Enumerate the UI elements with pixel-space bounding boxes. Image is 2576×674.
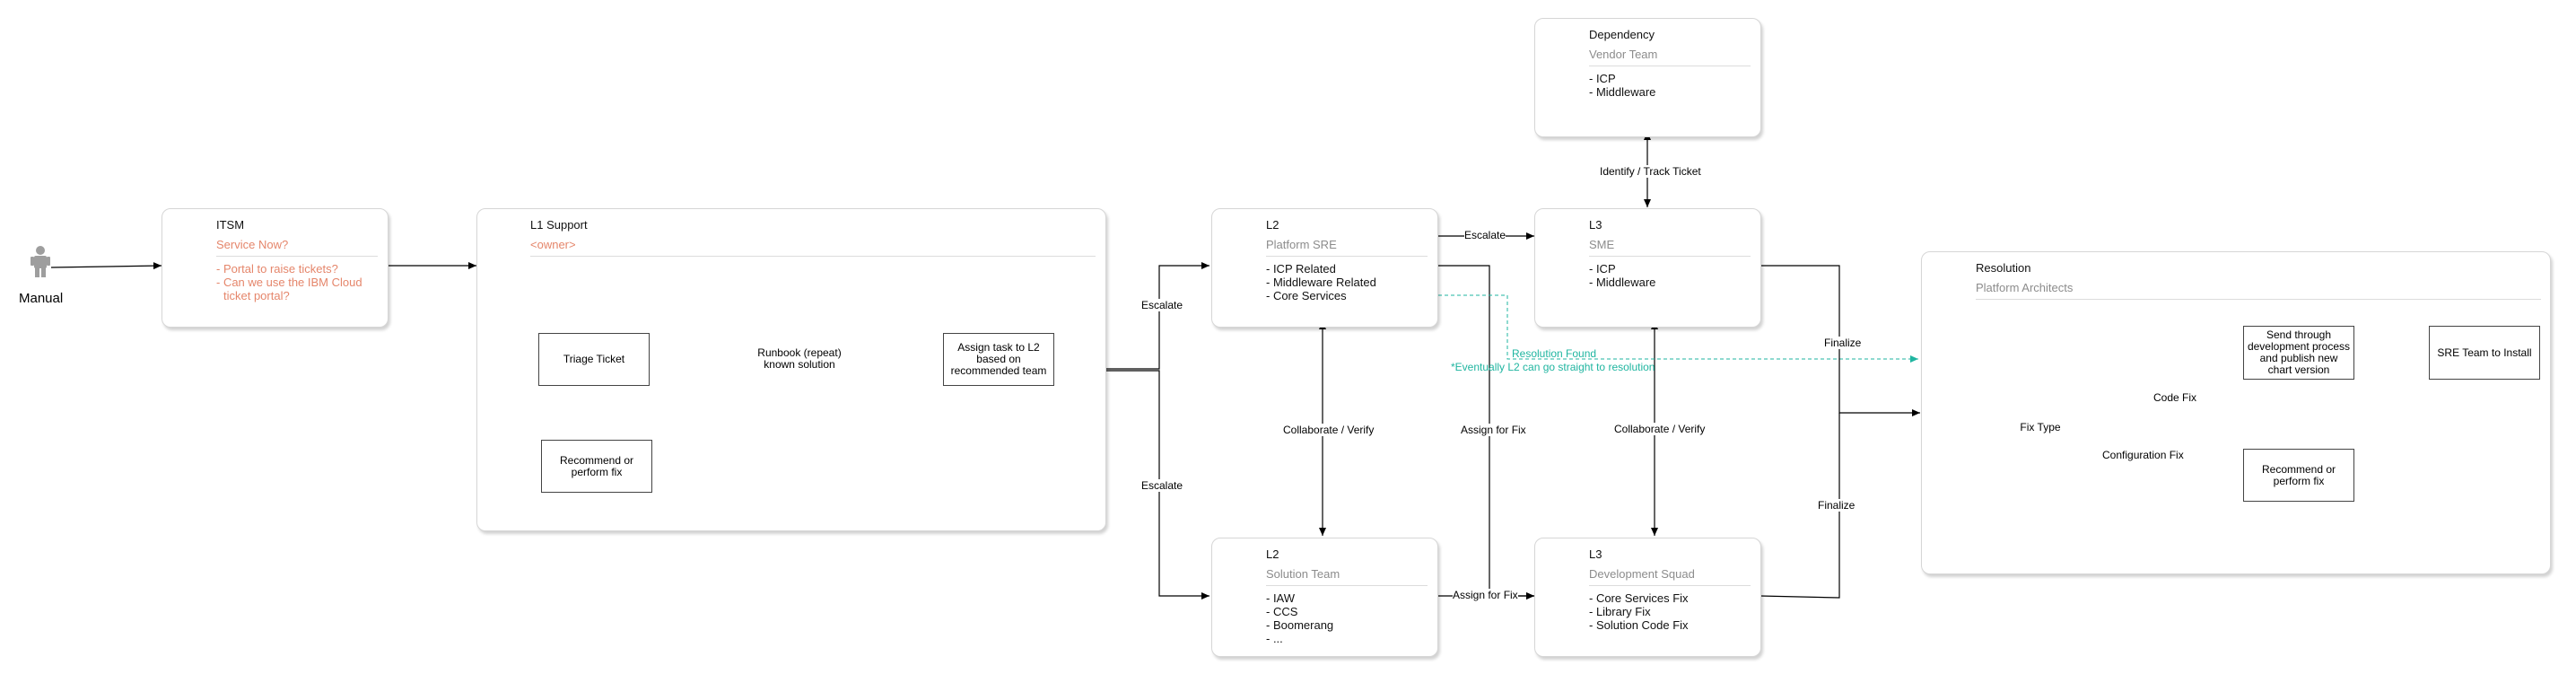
list-item: - Boomerang [1266, 618, 1334, 632]
edge-label-collaborate-left: Collaborate / Verify [1283, 424, 1375, 436]
divider [1589, 585, 1751, 586]
l2-solution-team-card[interactable]: L2 Solution Team - IAW - CCS - Boomerang… [1211, 538, 1438, 657]
list-item: - ICP [1589, 262, 1616, 276]
l3-development-squad-card[interactable]: L3 Development Squad - Core Services Fix… [1534, 538, 1761, 657]
edge-resolution-found [1438, 294, 1918, 363]
divider [530, 256, 1096, 257]
card-title: L2 [1266, 218, 1279, 232]
l2-solution-items: - IAW - CCS - Boomerang - ... [1266, 591, 1333, 645]
itsm-card[interactable]: ITSM Service Now? - Portal to raise tick… [162, 208, 389, 328]
card-subtitle: Development Squad [1589, 567, 1695, 581]
actor-label: Manual [19, 291, 64, 306]
edge-label-resolution-found: Resolution Found [1512, 347, 1597, 360]
divider [1266, 585, 1428, 586]
card-subtitle: SME [1589, 238, 1615, 251]
divider [1976, 299, 2541, 300]
card-title: L1 Support [530, 218, 588, 232]
list-item: - Can we use the IBM Cloud [216, 276, 362, 289]
edge-label-code-fix: Code Fix [2153, 391, 2197, 404]
divider [216, 256, 378, 257]
edge-label-config-fix: Configuration Fix [2102, 449, 2184, 461]
card-title: ITSM [216, 218, 245, 232]
card-subtitle: Platform SRE [1266, 238, 1337, 251]
resolution-card[interactable]: Resolution Platform Architects [1921, 251, 2551, 574]
send-through-dev-box[interactable]: Send through development process and pub… [2243, 326, 2354, 380]
runbook-label: Runbook (repeat) known solution [757, 346, 842, 371]
edge-label-assign-vertical: Assign for Fix [1461, 424, 1526, 436]
fix-type-label: Fix Type [2020, 420, 2061, 433]
l2-platform-items: - ICP Related - Middleware Related - Cor… [1266, 262, 1376, 302]
edge-label-finalize-bottom: Finalize [1818, 499, 1856, 512]
dependency-items: - ICP - Middleware [1589, 72, 1655, 99]
card-title: Resolution [1976, 261, 2031, 275]
l1-recommend-fix-box[interactable]: Recommend or perform fix [541, 440, 652, 493]
edge-label-identify-track: Identify / Track Ticket [1600, 165, 1701, 178]
list-item: - Portal to raise tickets? [216, 262, 338, 276]
card-title: L2 [1266, 547, 1279, 561]
list-item: - Middleware Related [1266, 276, 1376, 289]
card-title: Dependency [1589, 28, 1655, 41]
card-title: L3 [1589, 218, 1602, 232]
card-subtitle: <owner> [530, 238, 576, 251]
list-item: - Library Fix [1589, 605, 1651, 618]
triage-ticket-box[interactable]: Triage Ticket [538, 333, 650, 386]
divider [1589, 256, 1751, 257]
list-item: - Middleware [1589, 276, 1656, 289]
list-item: - Middleware [1589, 85, 1656, 99]
edge-label-assign-horizontal: Assign for Fix [1453, 589, 1518, 601]
card-title: L3 [1589, 547, 1602, 561]
card-subtitle: Solution Team [1266, 567, 1340, 581]
list-item: - Solution Code Fix [1589, 618, 1689, 632]
edge-label-escalate-bottom: Escalate [1141, 479, 1183, 492]
edge-label-eventually: *Eventually L2 can go straight to resolu… [1451, 361, 1655, 373]
l3-sme-card[interactable]: L3 SME - ICP - Middleware [1534, 208, 1761, 328]
card-subtitle: Vendor Team [1589, 48, 1658, 61]
list-item: - ... [1266, 632, 1283, 645]
itsm-items: - Portal to raise tickets? - Can we use … [216, 262, 362, 302]
list-item: - IAW [1266, 591, 1296, 605]
list-item: - Core Services Fix [1589, 591, 1689, 605]
edge-label-escalate-top: Escalate [1141, 299, 1183, 311]
edge-label-finalize-top: Finalize [1824, 337, 1862, 349]
list-item: ticket portal? [223, 289, 290, 302]
list-item: - CCS [1266, 605, 1298, 618]
dependency-card[interactable]: Dependency Vendor Team - ICP - Middlewar… [1534, 18, 1761, 137]
edge-label-collaborate-right: Collaborate / Verify [1614, 423, 1706, 435]
edge-manual-itsm [50, 262, 162, 270]
divider [1266, 256, 1428, 257]
card-subtitle: Service Now? [216, 238, 289, 251]
list-item: - ICP [1589, 72, 1616, 85]
l3-sme-items: - ICP - Middleware [1589, 262, 1655, 289]
edge-finalize-bottom [1760, 413, 1840, 599]
list-item: - ICP Related [1266, 262, 1336, 276]
person-icon [31, 246, 50, 277]
edge-l1-l2-platform [1106, 262, 1209, 370]
list-item: - Core Services [1266, 289, 1347, 302]
edge-label-escalate-l2-l3: Escalate [1464, 229, 1506, 241]
l2-platform-sre-card[interactable]: L2 Platform SRE - ICP Related - Middlewa… [1211, 208, 1438, 328]
card-subtitle: Platform Architects [1976, 281, 2074, 294]
assign-l2-box[interactable]: Assign task to L2 based on recommended t… [943, 333, 1054, 386]
sre-install-box[interactable]: SRE Team to Install [2429, 326, 2540, 380]
resolution-recommend-fix-box[interactable]: Recommend or perform fix [2243, 449, 2354, 502]
l3-dev-items: - Core Services Fix - Library Fix - Solu… [1589, 591, 1689, 632]
